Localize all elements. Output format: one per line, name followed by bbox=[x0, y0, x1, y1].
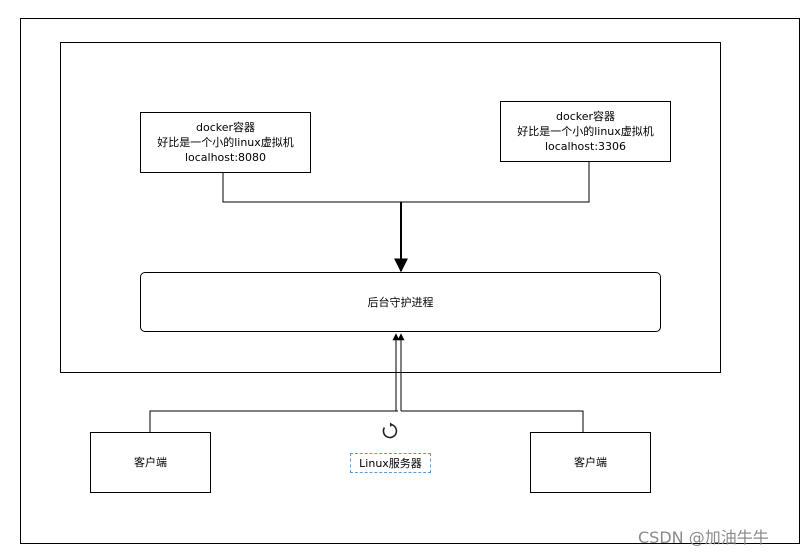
docker-left-address: localhost:8080 bbox=[184, 151, 267, 164]
refresh-icon[interactable] bbox=[381, 422, 399, 440]
server-label: Linux服务器 bbox=[350, 453, 431, 473]
docker-left-desc: 好比是一个小的linux虚拟机 bbox=[157, 136, 294, 149]
docker-container-left: docker容器 好比是一个小的linux虚拟机 localhost:8080 bbox=[140, 112, 311, 173]
watermark: CSDN @加油牛牛 bbox=[638, 528, 769, 547]
client-box-right: 客户端 bbox=[530, 432, 651, 493]
client-box-left: 客户端 bbox=[90, 432, 211, 493]
docker-left-title: docker容器 bbox=[195, 121, 256, 134]
client-left-label: 客户端 bbox=[134, 456, 167, 469]
connector-right-docker bbox=[401, 162, 590, 203]
connector-left-docker bbox=[222, 172, 401, 203]
server-label-text: Linux服务器 bbox=[359, 457, 422, 470]
docker-container-right: docker容器 好比是一个小的linux虚拟机 localhost:3306 bbox=[500, 101, 671, 162]
connector-right-client bbox=[401, 410, 584, 433]
outer-frame bbox=[20, 18, 800, 544]
docker-right-title: docker容器 bbox=[555, 110, 616, 123]
daemon-box: 后台守护进程 bbox=[140, 272, 661, 332]
docker-right-desc: 好比是一个小的linux虚拟机 bbox=[517, 125, 654, 138]
host-container bbox=[60, 42, 721, 373]
connector-left-client bbox=[149, 410, 398, 433]
docker-right-address: localhost:3306 bbox=[544, 140, 627, 153]
client-right-label: 客户端 bbox=[574, 456, 607, 469]
daemon-label: 后台守护进程 bbox=[367, 295, 434, 309]
